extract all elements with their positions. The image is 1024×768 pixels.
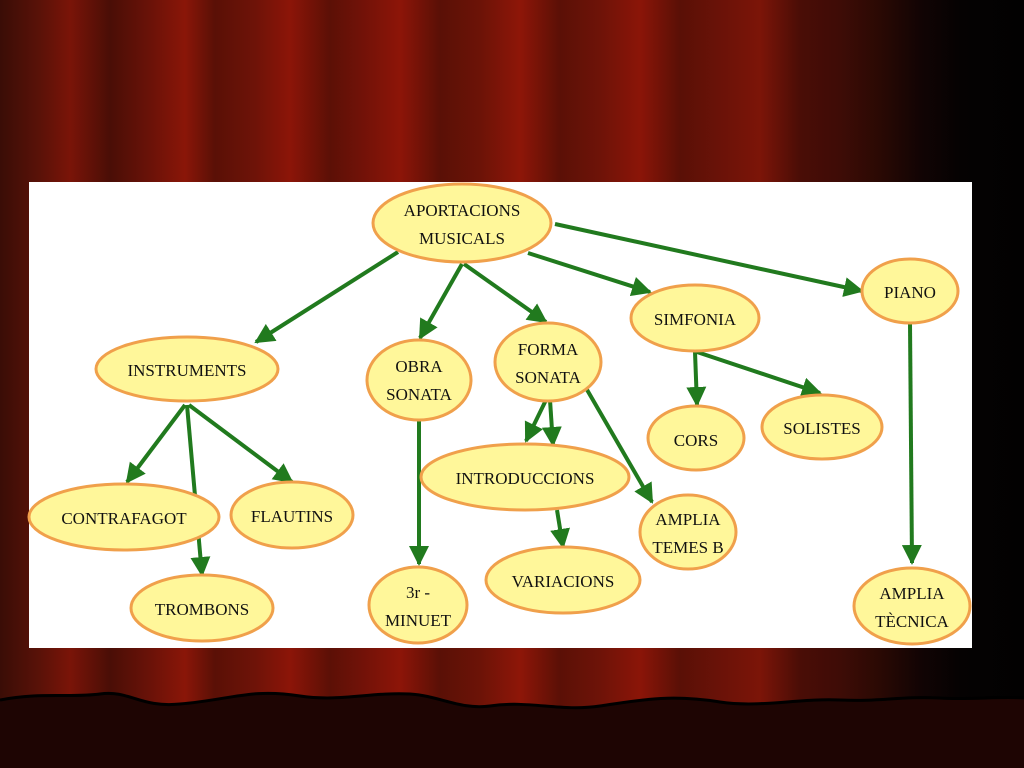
edge-forma-sonata-amplia-temes xyxy=(584,386,654,504)
node-flautins: FLAUTINS xyxy=(229,480,355,550)
node-label-line: SONATA xyxy=(386,385,452,404)
edge-aportacions-instruments xyxy=(254,250,400,344)
node-obra-sonata: OBRA SONATA xyxy=(365,338,473,422)
edges-layer xyxy=(125,222,922,577)
node-label-line: APORTACIONS xyxy=(404,201,521,220)
node-instruments: INSTRUMENTS xyxy=(94,335,280,403)
edge-introduccions-variacions xyxy=(550,509,570,549)
node-label-line: SOLISTES xyxy=(783,419,860,438)
node-cors: CORS xyxy=(646,404,746,472)
node-label-line: AMPLIA xyxy=(879,584,945,603)
node-introduccions: INTRODUCCIONS xyxy=(419,442,631,512)
node-label-line: FORMA xyxy=(518,340,579,359)
node-variacions: VARIACIONS xyxy=(484,545,642,615)
node-label-line: AMPLIA xyxy=(655,510,721,529)
edge-aportacions-simfonia xyxy=(527,251,652,297)
node-label-line: MINUET xyxy=(385,611,452,630)
node-amplia-tecnica: AMPLIA TÈCNICA xyxy=(852,566,972,646)
node-label-line: 3r - xyxy=(406,583,430,602)
edge-aportacions-piano xyxy=(554,222,864,297)
edge-instruments-contrafagot xyxy=(125,403,187,484)
node-piano: PIANO xyxy=(860,257,960,325)
node-contrafagot: CONTRAFAGOT xyxy=(27,482,221,552)
edge-simfonia-solistes xyxy=(696,350,822,397)
node-label-line: PIANO xyxy=(884,283,936,302)
node-3r-minuet: 3r - MINUET xyxy=(367,565,469,645)
edge-instruments-flautins xyxy=(187,403,294,484)
node-label-line: VARIACIONS xyxy=(512,572,615,591)
node-solistes: SOLISTES xyxy=(760,393,884,461)
edge-piano-amplia-tecnica xyxy=(901,322,922,565)
node-forma-sonata: FORMA SONATA xyxy=(493,321,603,403)
node-label-line: TÈCNICA xyxy=(875,612,949,631)
curtain-bottom-fringe xyxy=(0,691,1024,768)
node-label-line: INSTRUMENTS xyxy=(127,361,246,380)
node-label-line: SIMFONIA xyxy=(654,310,737,329)
node-amplia-temes-b: AMPLIA TEMES B xyxy=(638,493,738,571)
node-aportacions-musicals: APORTACIONS MUSICALS xyxy=(371,182,553,264)
node-label-line: TEMES B xyxy=(652,538,723,557)
node-label-line: OBRA xyxy=(395,357,443,376)
edge-instruments-trombons xyxy=(185,404,211,577)
node-label-line: TROMBONS xyxy=(155,600,249,619)
node-label-line: MUSICALS xyxy=(419,229,505,248)
node-label-line: FLAUTINS xyxy=(251,507,333,526)
node-label-line: CONTRAFAGOT xyxy=(61,509,187,528)
node-label-line: INTRODUCCIONS xyxy=(456,469,595,488)
nodes-layer: APORTACIONS MUSICALS INSTRUMENTS OBRA SO… xyxy=(27,182,972,646)
edge-aportacions-forma-sonata xyxy=(462,262,548,324)
node-trombons: TROMBONS xyxy=(129,573,275,643)
node-label-line: CORS xyxy=(674,431,718,450)
node-simfonia: SIMFONIA xyxy=(629,283,761,353)
edge-aportacions-obra-sonata xyxy=(418,263,464,340)
edge-forma-sonata-introduccions-b xyxy=(541,399,562,447)
edge-simfonia-cors xyxy=(686,351,707,407)
node-label-line: SONATA xyxy=(515,368,581,387)
edge-forma-sonata-introduccions-a xyxy=(524,399,548,443)
